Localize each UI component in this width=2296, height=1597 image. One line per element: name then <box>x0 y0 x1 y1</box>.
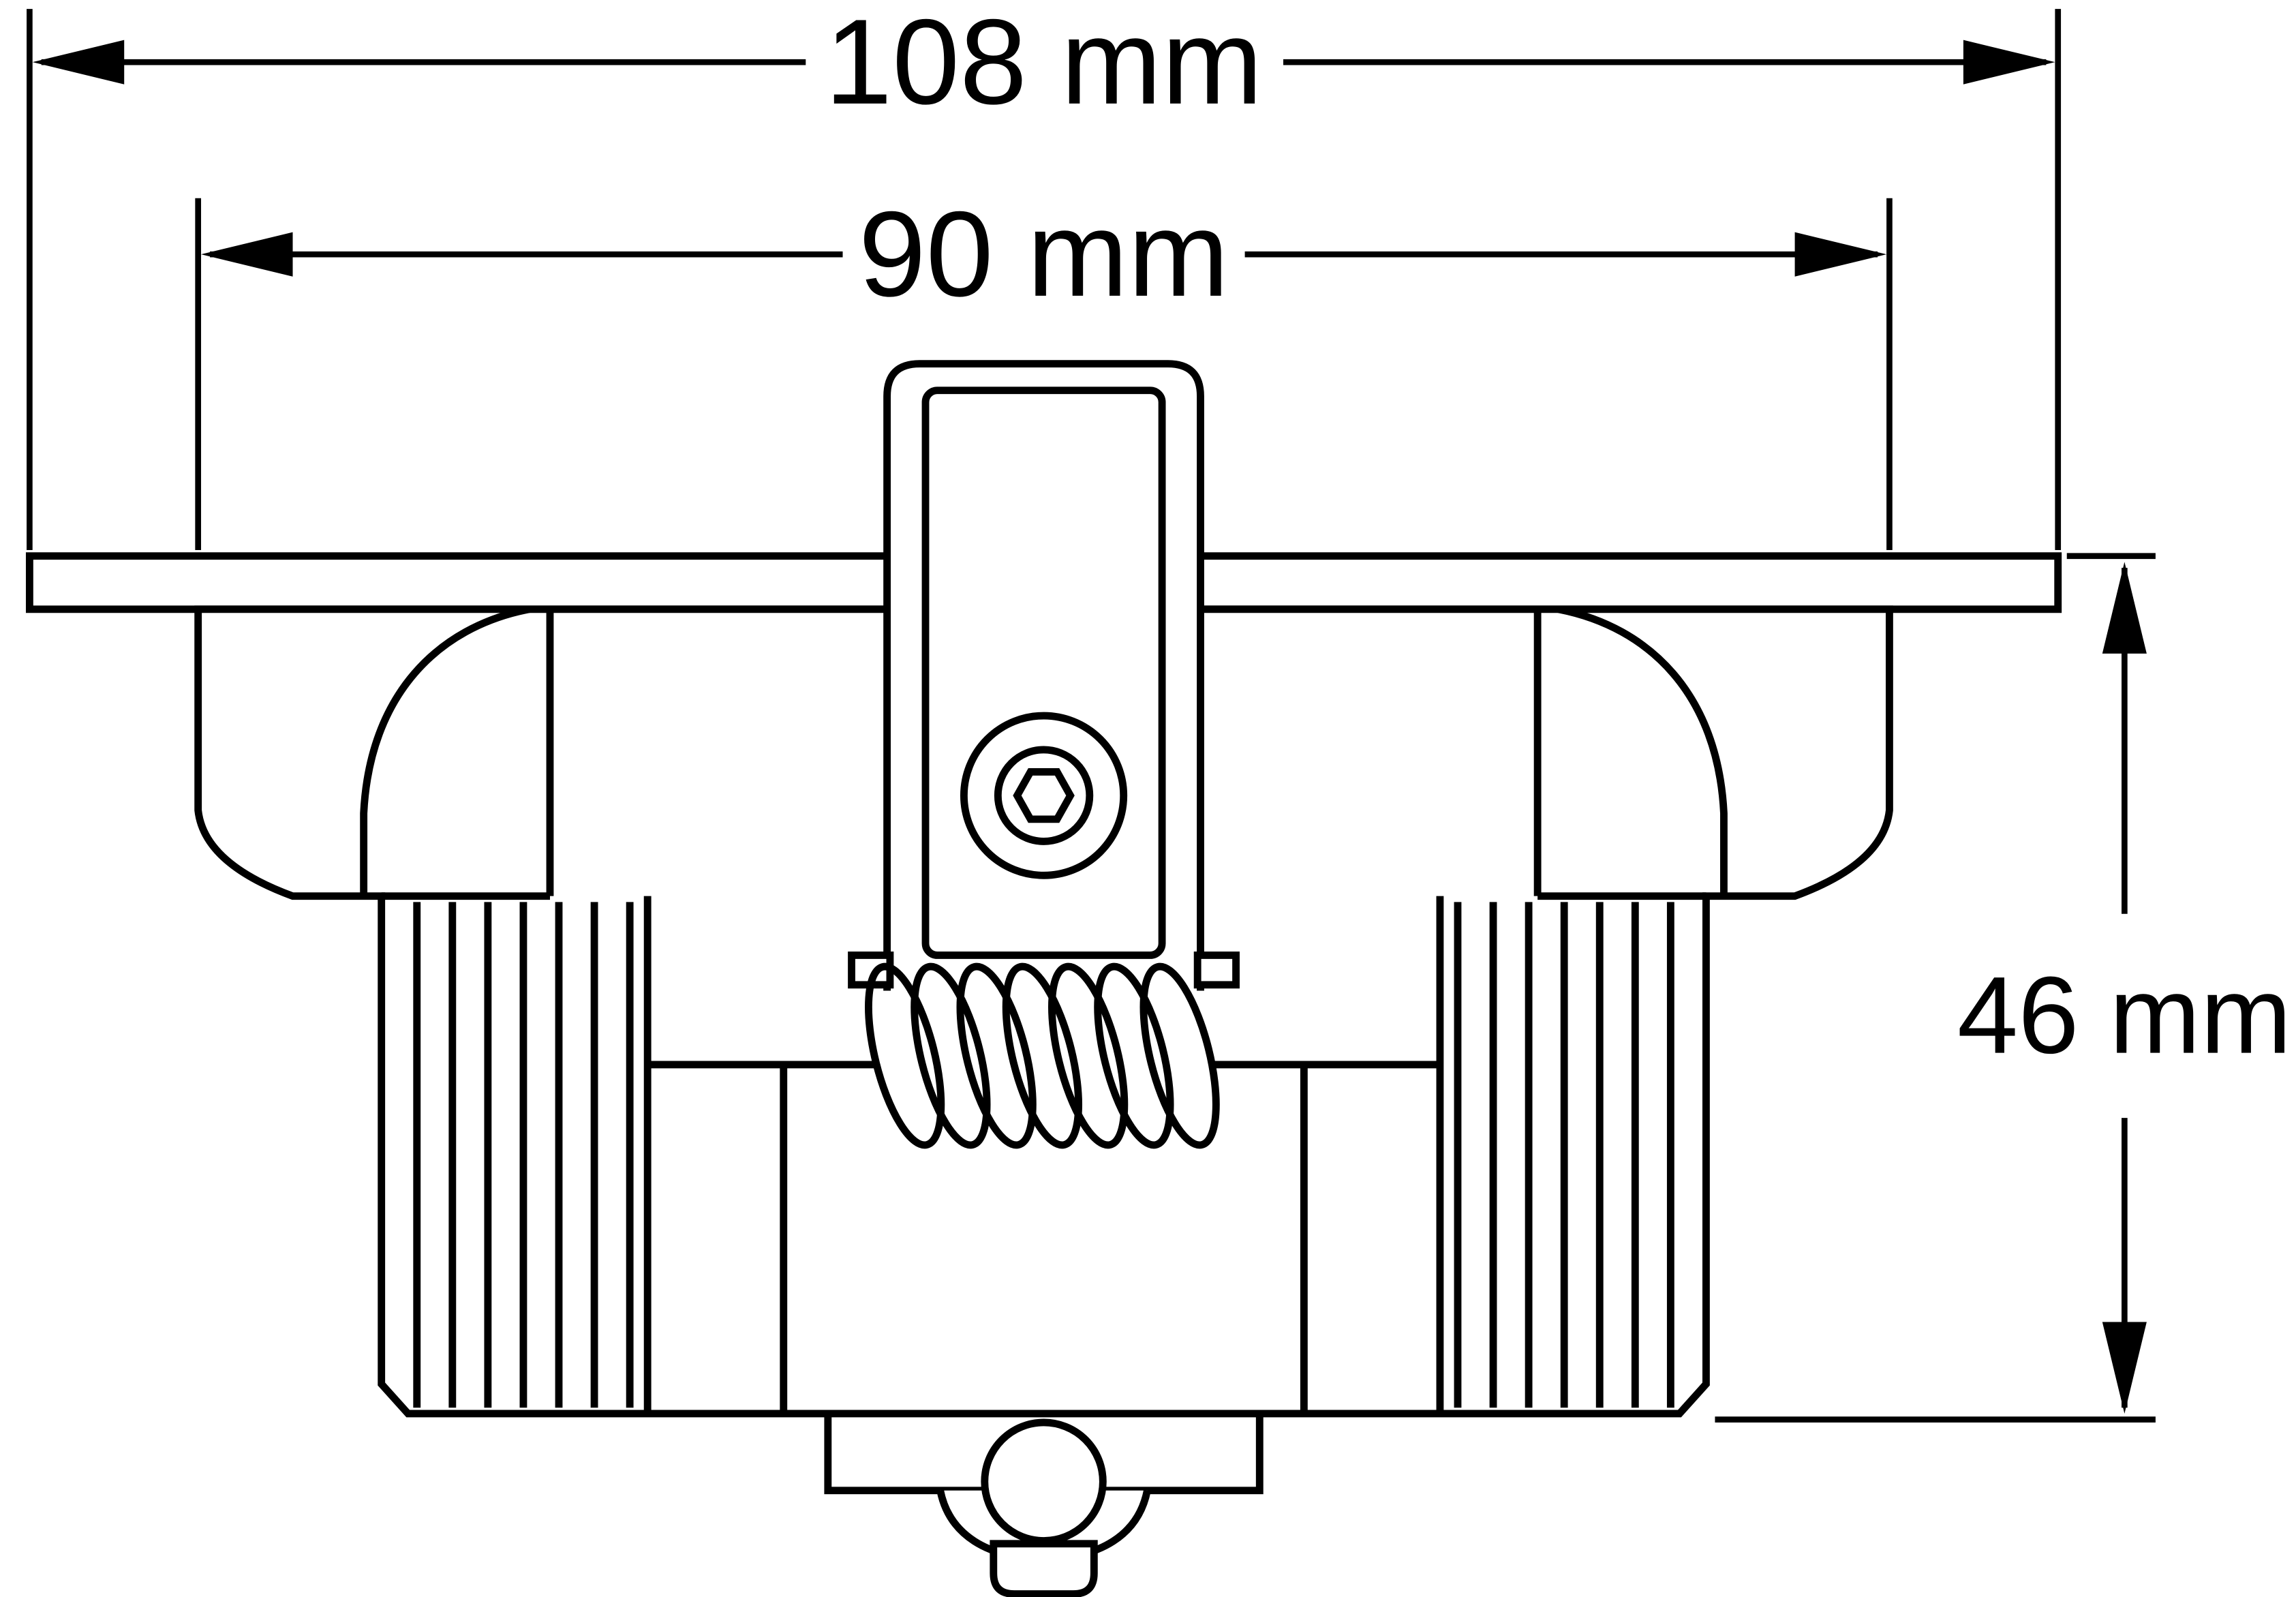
arrowhead-left-icon <box>201 232 293 277</box>
fixture-side-view <box>25 360 2062 1597</box>
dim-inner-width-label: 90 mm <box>859 186 1229 322</box>
shoulder-left-curve <box>360 605 530 896</box>
spring-coil <box>1139 962 1220 1149</box>
arrowhead-down-icon <box>2102 1322 2147 1414</box>
shoulder-left <box>360 605 554 900</box>
retention-spring <box>865 962 1220 1149</box>
spring-coil <box>1094 962 1174 1149</box>
connector-stem <box>990 1540 1098 1597</box>
hex-socket-icon <box>1013 768 1075 823</box>
bracket-outer <box>883 360 1204 991</box>
bracket-screw-socket <box>994 746 1094 845</box>
dim-height-label: 46 mm <box>1957 955 2292 1077</box>
housing-seams <box>647 1061 1440 1414</box>
body-silhouette <box>194 605 1893 1418</box>
arrowhead-right-icon <box>1963 40 2055 85</box>
dimension-inner-width: 90 mm <box>195 186 1893 551</box>
arrowhead-up-icon <box>2102 562 2147 654</box>
heatsink-fins-left <box>413 896 652 1414</box>
spring-tab-right <box>1193 952 1240 989</box>
shoulder-right-curve <box>1557 605 1728 896</box>
arrowhead-right-icon <box>1794 232 1887 277</box>
shoulder-right <box>1533 605 1728 900</box>
mounting-bracket <box>848 360 1240 991</box>
spring-coil <box>1048 962 1129 1149</box>
bottom-connector <box>824 1410 1264 1597</box>
spring-coil <box>956 962 1037 1149</box>
dim-overall-width-label: 108 mm <box>825 0 1263 130</box>
swivel-ball <box>981 1418 1107 1545</box>
dimension-height: 46 mm <box>1715 553 2292 1423</box>
heatsink-fins-right <box>1436 896 1674 1414</box>
arrowhead-left-icon <box>32 40 125 85</box>
spring-coil <box>1002 962 1083 1149</box>
bracket-inner <box>921 386 1166 959</box>
spring-coil <box>910 962 991 1149</box>
dimension-overall-width: 108 mm <box>27 0 2062 551</box>
spring-coil <box>865 962 945 1149</box>
